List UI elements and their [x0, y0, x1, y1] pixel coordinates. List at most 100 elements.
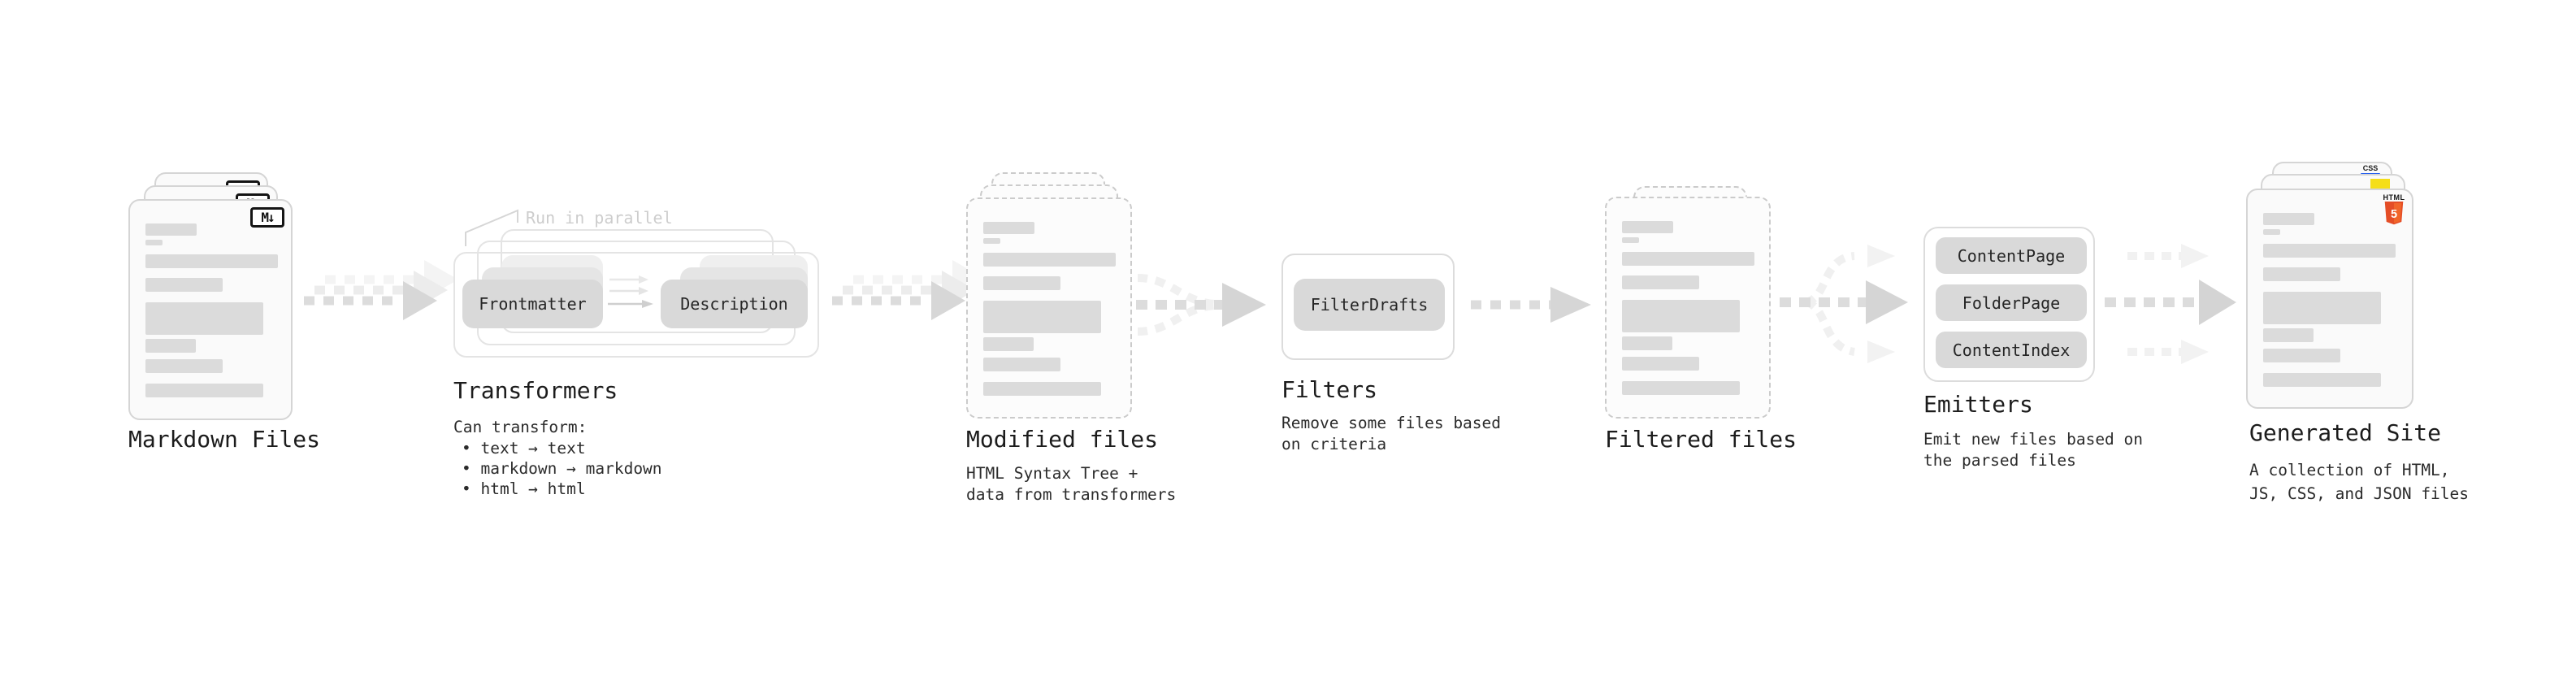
filter-box-filterdrafts: FilterDrafts — [1294, 279, 1445, 331]
text-line-bar — [983, 276, 1060, 290]
document-text-placeholder — [2263, 213, 2396, 387]
text-line-bar — [1622, 381, 1740, 395]
text-line-bar — [1622, 252, 1754, 266]
emitter-box-label: FolderPage — [1962, 293, 2061, 313]
stage-label-modified-files: Modified files — [966, 426, 1159, 453]
stage-label-filtered-files: Filtered files — [1605, 426, 1798, 453]
small-arrow — [608, 300, 653, 308]
emitter-box-contentindex: ContentIndex — [1936, 332, 2087, 368]
arrow-main-layer — [832, 281, 965, 320]
emitter-box-label: ContentIndex — [1952, 340, 2071, 360]
document-page-front: HTML 5 — [2246, 189, 2413, 409]
text-line-bar — [1622, 300, 1740, 332]
generated-site-description: A collection of HTML, JS, CSS, and JSON … — [2249, 458, 2469, 505]
fanout-curve-bottom — [1804, 298, 1856, 356]
description-line: Can transform: — [453, 418, 588, 436]
html5-icon: HTML 5 — [2382, 193, 2406, 225]
emitter-box-contentpage: ContentPage — [1936, 237, 2087, 274]
arrowhead — [1866, 280, 1908, 324]
text-line-bar — [1622, 221, 1673, 233]
text-line-bar — [145, 339, 196, 353]
markdown-icon: M↓ — [250, 207, 284, 228]
text-line-bar — [145, 240, 163, 245]
text-line-bar — [1622, 275, 1699, 289]
emitters-description: Emit new files based on the parsed files — [1923, 429, 2143, 471]
document-page-front — [1605, 197, 1771, 419]
text-line-bar — [983, 301, 1101, 333]
text-line-bar — [2263, 373, 2381, 387]
svg-text:5: 5 — [2391, 208, 2397, 221]
text-line-bar — [2263, 213, 2314, 225]
flow-parallel-arrows-icon — [2105, 244, 2236, 364]
parallel-arrows-icon — [608, 275, 653, 308]
filter-box-label: FilterDrafts — [1310, 295, 1429, 314]
text-line-bar — [145, 254, 278, 268]
text-line-bar — [2263, 267, 2340, 281]
description-line: Remove some files based — [1281, 414, 1502, 432]
stage-label-generated-site: Generated Site — [2249, 419, 2442, 446]
transformers-description: Can transform: • text → text • markdown … — [453, 417, 662, 499]
bullet-item: • html → html — [462, 479, 586, 498]
javascript-icon — [2370, 179, 2390, 191]
text-line-bar — [2263, 229, 2280, 235]
arrow-main-layer — [304, 281, 437, 320]
transformer-box-frontmatter: Frontmatter — [462, 280, 603, 328]
stage-label-emitters: Emitters — [1923, 391, 2033, 418]
flow-arrow-icon — [832, 260, 982, 320]
arrowhead — [1550, 287, 1591, 323]
arrowhead — [1867, 245, 1895, 267]
filters-description: Remove some files based on criteria — [1281, 413, 1501, 455]
css-icon-text: CSS — [2362, 164, 2379, 172]
document-text-placeholder — [145, 223, 278, 397]
text-line-bar — [983, 337, 1034, 351]
flow-merge-arrow-icon — [1136, 274, 1266, 336]
transformer-box-description: Description — [661, 280, 808, 328]
text-line-bar — [2263, 292, 2381, 324]
stage-label-transformers: Transformers — [453, 377, 618, 404]
flow-fanout-arrow-icon — [1780, 245, 1908, 363]
fanout-curve-top — [1804, 252, 1855, 306]
text-line-bar — [1622, 237, 1639, 243]
text-line-bar — [983, 358, 1060, 371]
description-line: HTML Syntax Tree + — [966, 464, 1138, 483]
description-line: data from transformers — [966, 485, 1177, 504]
html5-icon-text: HTML — [2383, 193, 2405, 202]
annotation-leader-line — [465, 209, 518, 246]
text-line-bar — [145, 384, 263, 397]
document-page-front — [966, 197, 1132, 419]
bullet-item: • text → text — [462, 439, 586, 458]
modified-files-description: HTML Syntax Tree + data from transformer… — [966, 463, 1176, 505]
text-line-bar — [145, 278, 223, 292]
transformer-box-label: Frontmatter — [479, 294, 587, 314]
run-in-parallel-label: Run in parallel — [526, 208, 673, 228]
description-line: Emit new files based on — [1923, 430, 2144, 449]
text-line-bar — [983, 382, 1101, 396]
arrow-light-top — [2127, 244, 2209, 268]
text-line-bar — [1622, 357, 1699, 371]
text-line-bar — [983, 238, 1000, 244]
description-line: JS, CSS, and JSON files — [2249, 484, 2470, 503]
stage-label-markdown-files: Markdown Files — [128, 426, 321, 453]
transformer-box-label: Description — [680, 294, 788, 314]
html5-shield: 5 — [2384, 202, 2404, 225]
description-line: on criteria — [1281, 435, 1387, 453]
flow-arrow-icon — [304, 260, 453, 320]
stage-label-filters: Filters — [1281, 376, 1378, 403]
flow-arrow-icon — [1471, 287, 1591, 323]
arrow-light-bottom — [2127, 340, 2209, 364]
arrowhead — [1867, 340, 1895, 363]
document-page-front: M↓ — [128, 199, 293, 420]
text-line-bar — [983, 222, 1034, 234]
arrow-main-middle — [2105, 280, 2236, 325]
description-line: A collection of HTML, — [2249, 461, 2450, 479]
emitter-box-folderpage: FolderPage — [1936, 284, 2087, 321]
text-line-bar — [1622, 336, 1672, 350]
bullet-list: • text → text • markdown → markdown • ht… — [453, 438, 662, 499]
text-line-bar — [145, 223, 197, 236]
description-line: the parsed files — [1923, 451, 2076, 470]
document-text-placeholder — [983, 222, 1116, 396]
text-line-bar — [145, 359, 223, 373]
document-text-placeholder — [1622, 221, 1754, 395]
text-line-bar — [145, 302, 263, 335]
